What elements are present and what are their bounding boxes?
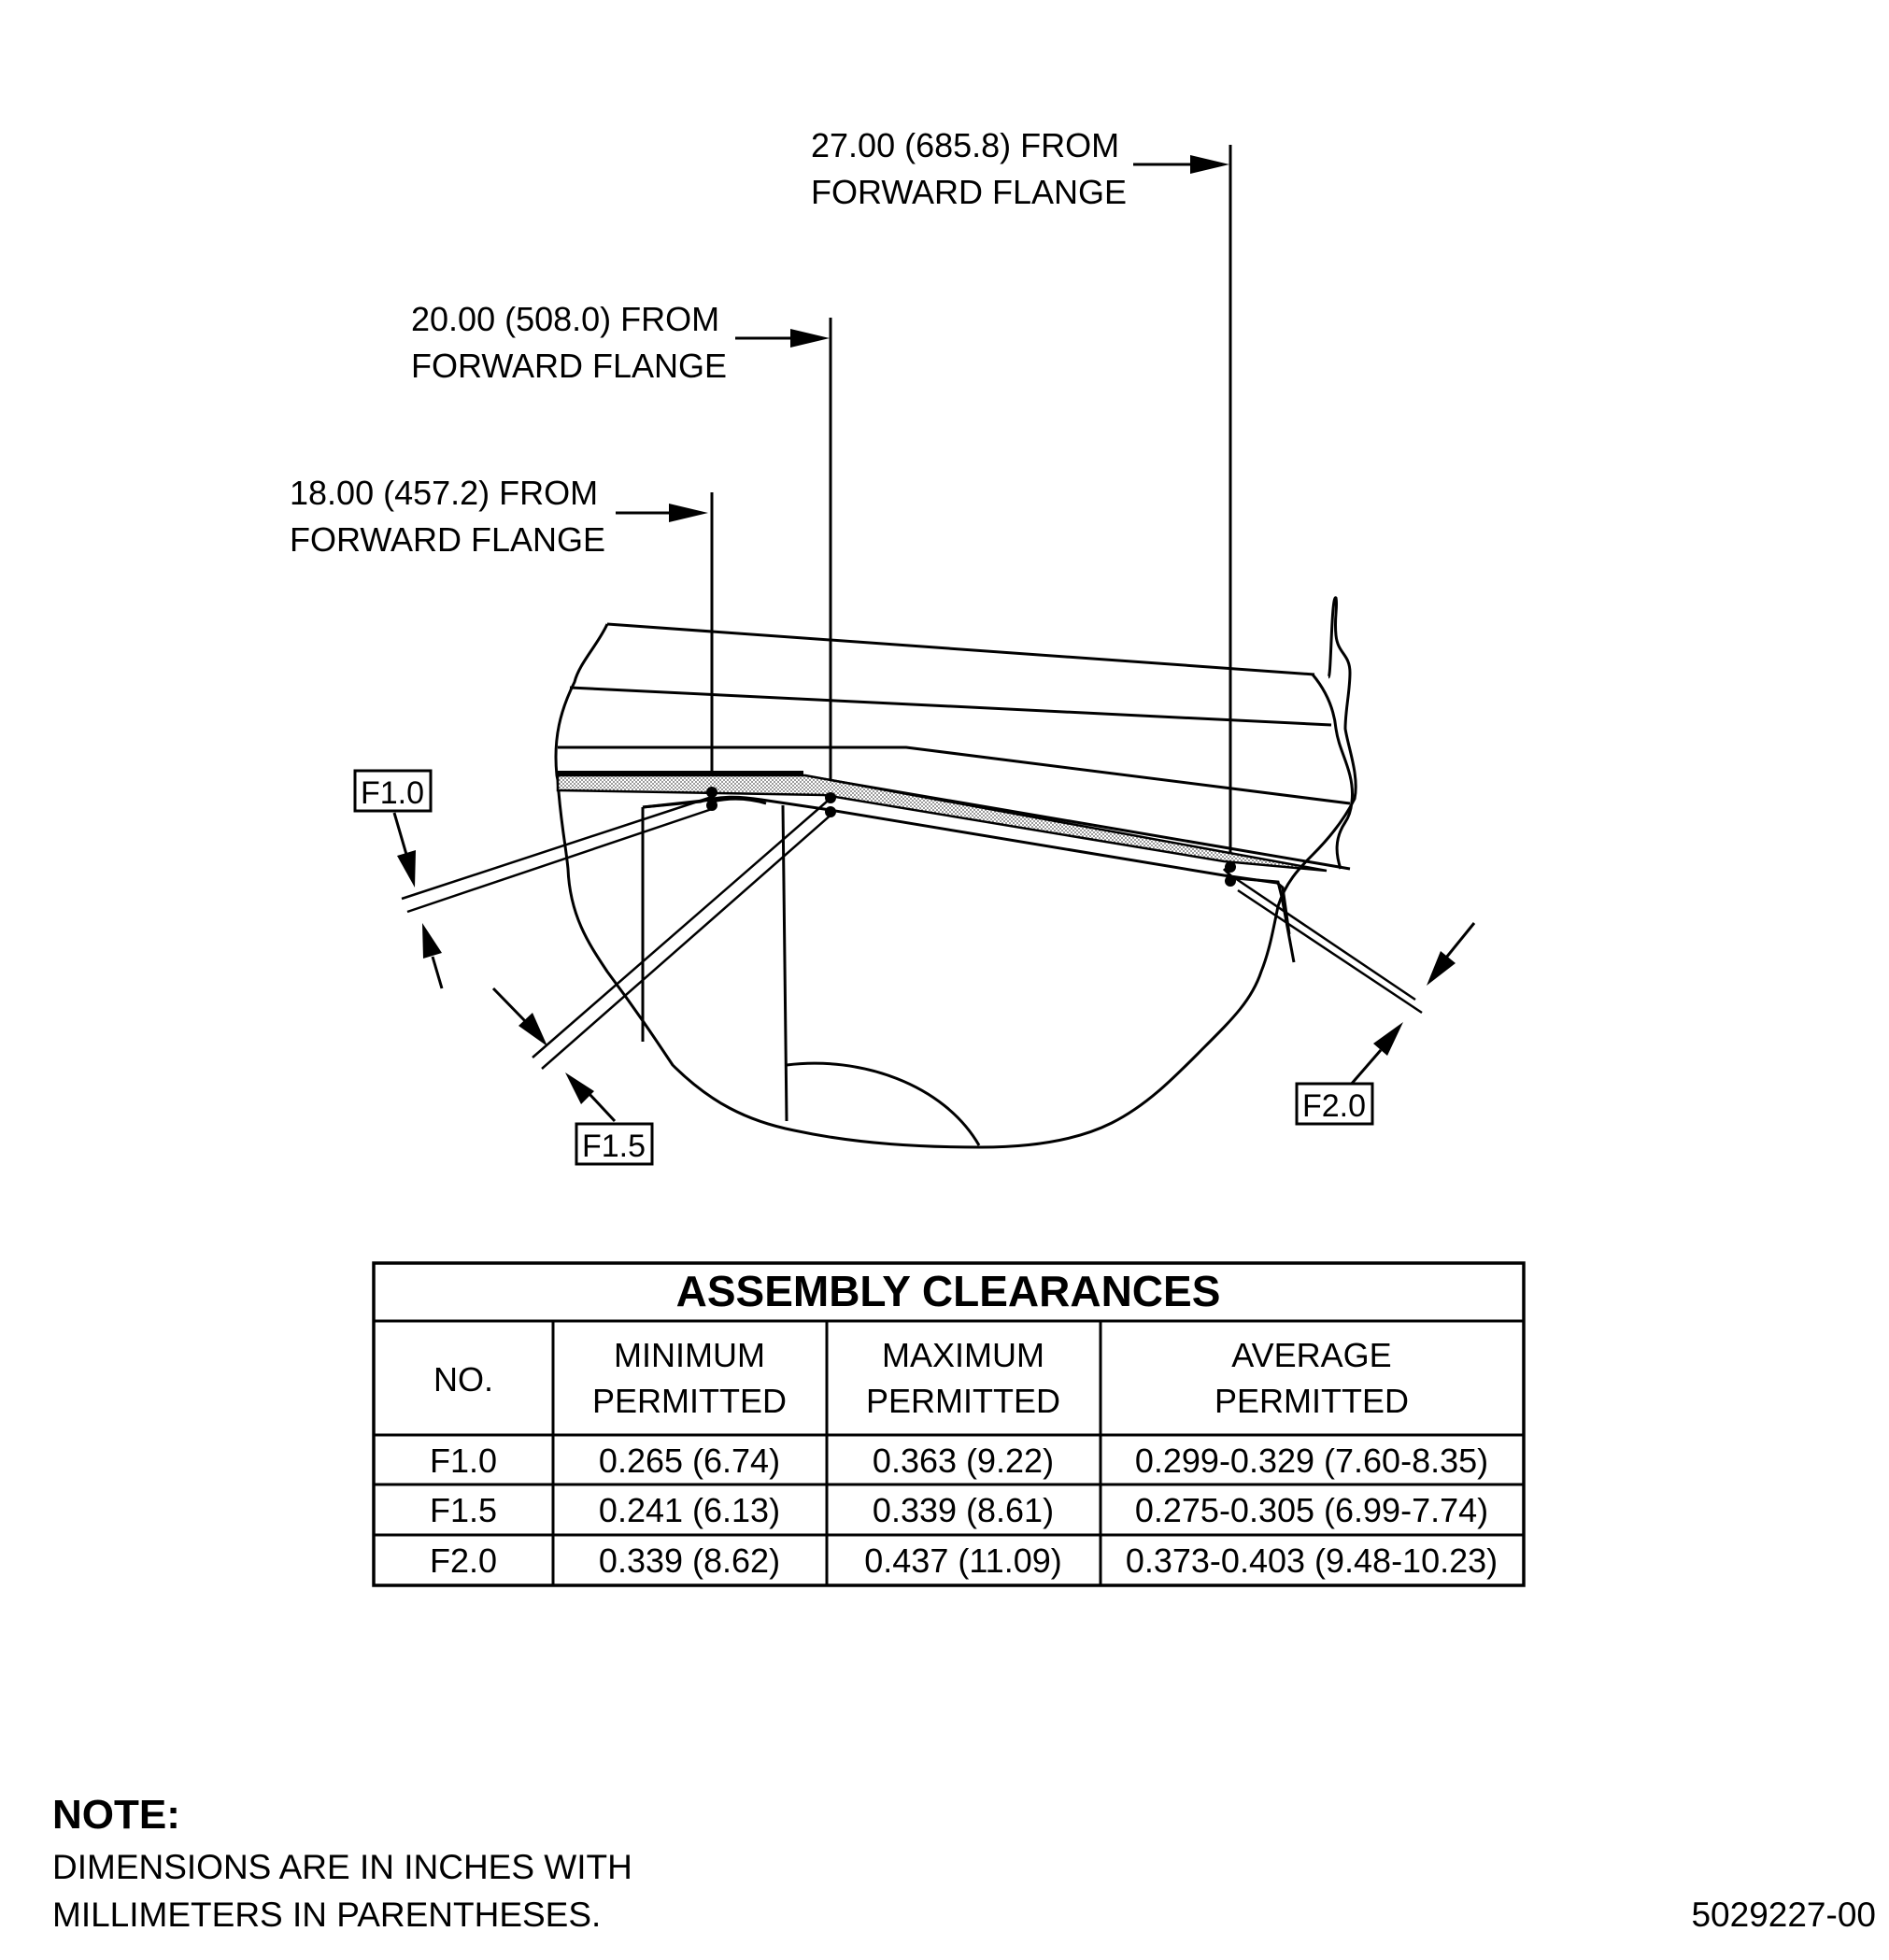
- table-cell: F1.5: [430, 1491, 497, 1529]
- label-f20: F2.0: [1302, 1088, 1366, 1124]
- part-section: [554, 596, 1357, 1149]
- table-cell: 0.339 (8.62): [599, 1541, 780, 1580]
- table-cell: 0.299-0.329 (7.60-8.35): [1135, 1442, 1488, 1480]
- header-max-line1: MAXIMUM: [882, 1336, 1044, 1374]
- header-avg-line2: PERMITTED: [1214, 1382, 1409, 1420]
- callout-27in-line1: 27.00 (685.8) FROM: [811, 126, 1119, 164]
- table-cell: 0.275-0.305 (6.99-7.74): [1135, 1491, 1488, 1529]
- table-title: ASSEMBLY CLEARANCES: [676, 1267, 1221, 1315]
- callout-18in-line1: 18.00 (457.2) FROM: [290, 474, 598, 512]
- header-min-line2: PERMITTED: [592, 1382, 787, 1420]
- table-cell: 0.241 (6.13): [599, 1491, 780, 1529]
- label-f10: F1.0: [361, 775, 424, 811]
- table-cell: 0.339 (8.61): [873, 1491, 1054, 1529]
- header-max-line2: PERMITTED: [866, 1382, 1060, 1420]
- table-cell: 0.265 (6.74): [599, 1442, 780, 1480]
- assembly-clearances-table: ASSEMBLY CLEARANCES NO. MINIMUM PERMITTE…: [372, 1261, 1526, 1587]
- callout-20in: 20.00 (508.0) FROM FORWARD FLANGE: [411, 300, 830, 385]
- table-cell: 0.437 (11.09): [864, 1541, 1061, 1580]
- figure-id: 5029227-00: [1691, 1896, 1876, 1934]
- callout-18in: 18.00 (457.2) FROM FORWARD FLANGE: [290, 474, 708, 559]
- note-title: NOTE:: [52, 1792, 180, 1838]
- header-avg-line1: AVERAGE: [1231, 1336, 1391, 1374]
- clearance-f20-indicator: F2.0: [1234, 876, 1476, 1126]
- note-line1: DIMENSIONS ARE IN INCHES WITH: [52, 1848, 632, 1886]
- callout-27in: 27.00 (685.8) FROM FORWARD FLANGE: [811, 126, 1229, 211]
- header-no: NO.: [433, 1360, 493, 1399]
- measurement-points: [706, 787, 1236, 887]
- clearance-f15-indicator: F1.5: [491, 801, 834, 1166]
- station-lines: [710, 145, 1232, 867]
- header-min-line1: MINIMUM: [614, 1336, 765, 1374]
- clearance-f10-indicator: F1.0: [353, 769, 713, 989]
- table-cell: 0.373-0.403 (9.48-10.23): [1126, 1541, 1498, 1580]
- callout-18in-line2: FORWARD FLANGE: [290, 520, 605, 559]
- table-cell: F2.0: [430, 1541, 497, 1580]
- note-line2: MILLIMETERS IN PARENTHESES.: [52, 1896, 601, 1934]
- table-cell: 0.363 (9.22): [873, 1442, 1054, 1480]
- note-block: NOTE: DIMENSIONS ARE IN INCHES WITH MILL…: [52, 1792, 632, 1934]
- callout-27in-line2: FORWARD FLANGE: [811, 173, 1127, 211]
- callout-20in-line1: 20.00 (508.0) FROM: [411, 300, 719, 338]
- callout-20in-line2: FORWARD FLANGE: [411, 347, 727, 385]
- table-cell: F1.0: [430, 1442, 497, 1480]
- label-f15: F1.5: [582, 1129, 646, 1164]
